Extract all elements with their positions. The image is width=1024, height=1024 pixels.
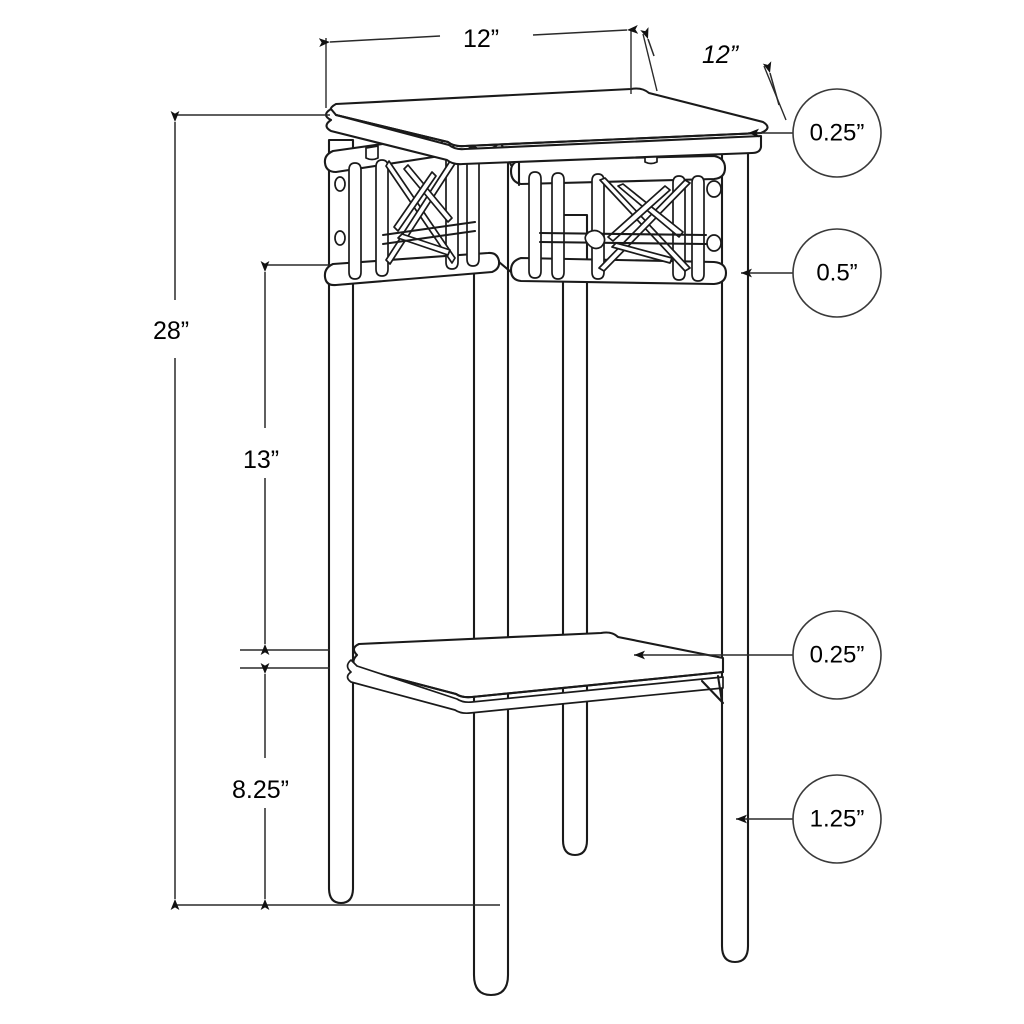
front-left-leg: [472, 158, 510, 997]
top-width-dimension: 12”: [318, 25, 639, 108]
callout-apron-rail-thickness[interactable]: 0.5”: [741, 228, 882, 318]
callout-leg-width-label: 1.25”: [810, 805, 865, 832]
lower-span-dimension-label: 8.25”: [232, 776, 289, 804]
callout-shelf-thickness-label: 0.25”: [810, 641, 865, 668]
rear-center-leg: [561, 213, 589, 857]
apron-right-panel: [509, 154, 728, 286]
top-depth-dimension-label: 12”: [702, 41, 740, 69]
overall-height-dimension: 28”: [153, 111, 500, 910]
overall-height-dimension-label: 28”: [153, 317, 189, 345]
lower-shelf: [346, 631, 725, 715]
upper-span-dimension: 13”: [240, 261, 330, 655]
table-top: [324, 87, 769, 166]
top-width-dimension-label: 12”: [463, 25, 499, 53]
top-depth-dimension: 12”: [640, 27, 787, 121]
callout-leg-width[interactable]: 1.25”: [736, 774, 882, 864]
callout-leg-width-circle[interactable]: [792, 774, 882, 864]
callout-top-thickness-label: 0.25”: [810, 119, 865, 146]
callout-top-thickness[interactable]: 0.25”: [748, 88, 882, 178]
callout-apron-rail-label: 0.5”: [816, 259, 857, 286]
callout-top-thickness-circle[interactable]: [792, 88, 882, 178]
rear-right-leg: [720, 150, 750, 964]
legs-group: [327, 138, 750, 997]
callout-shelf-thickness-circle[interactable]: [792, 610, 882, 700]
upper-span-dimension-label: 13”: [243, 446, 279, 474]
callout-shelf-thickness[interactable]: 0.25”: [634, 610, 882, 700]
callout-apron-rail-circle[interactable]: [792, 228, 882, 318]
lower-span-dimension: 8.25”: [232, 663, 330, 910]
rear-left-leg: [327, 138, 355, 905]
